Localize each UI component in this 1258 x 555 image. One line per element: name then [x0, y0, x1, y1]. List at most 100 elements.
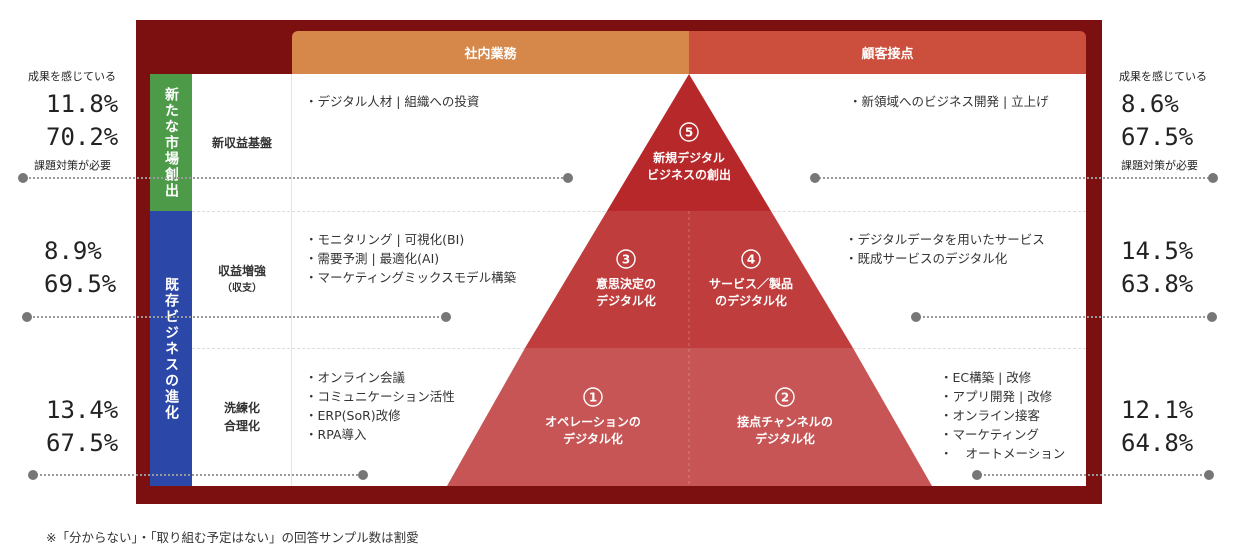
- list-item: ERP(SoR)改修: [305, 406, 455, 425]
- stat-value: 63.8%: [1121, 270, 1194, 298]
- pyramid-tier-mid-right: [689, 211, 853, 348]
- number-1-icon: [583, 387, 603, 407]
- stat-values-row2-left: 8.9% 69.5%: [44, 235, 116, 301]
- list-item: オートメーション: [940, 444, 1066, 463]
- pyramid-number: 5: [685, 126, 693, 140]
- list-item: デジタルデータを用いたサービス: [845, 230, 1045, 249]
- stat-values-row3-right: 12.1% 64.8%: [1121, 394, 1193, 460]
- number-4-icon: [741, 249, 761, 269]
- pyramid-label: オペレーションの: [545, 415, 641, 429]
- footnote: ※「分からない」・「取り組む予定はない」の回答サンプル数は割愛: [46, 530, 419, 545]
- list-item: オンライン会議: [305, 368, 455, 387]
- dot-marker: [1204, 470, 1214, 480]
- number-3-icon: [616, 249, 636, 269]
- dotted-leader-line: [916, 316, 1212, 318]
- right-list-row2: デジタルデータを用いたサービス 既成サービスのデジタル化: [845, 230, 1045, 268]
- stat-values-row2-right: 14.5% 63.8%: [1121, 235, 1193, 301]
- dot-marker: [911, 312, 921, 322]
- row-label-revenue-boost: 収益増強 （収支）: [193, 211, 291, 348]
- stat-values-row1-left: 11.8% 70.2%: [46, 88, 118, 154]
- right-list-row1: 新領域へのビジネス開発 | 立上げ: [849, 92, 1049, 111]
- stat-values-row1-right: 8.6% 67.5%: [1121, 88, 1193, 154]
- row-label-text: 洗練化: [223, 401, 260, 415]
- list-item: マーケティングミックスモデル構築: [305, 268, 517, 287]
- dot-marker: [1207, 312, 1217, 322]
- pyramid-number: 3: [622, 253, 630, 267]
- row-label-text: 新収益基盤: [211, 135, 272, 150]
- stat-values-row3-left: 13.4% 67.5%: [46, 394, 118, 460]
- pyramid-label: 新規デジタル: [653, 150, 725, 165]
- stat-value: 69.5%: [44, 270, 117, 298]
- dotted-leader-line: [26, 316, 446, 318]
- stat-label-results: 成果を感じている: [28, 70, 116, 83]
- row-label-text: 収益増強: [217, 263, 266, 278]
- list-item-continuation: オートメーション: [965, 446, 1066, 461]
- pyramid-label: デジタル化: [563, 431, 623, 446]
- stat-label-needs-action: 課題対策が必要: [1121, 159, 1198, 172]
- pyramid-label: サービス／製品: [709, 276, 793, 291]
- list-item: モニタリング | 可視化(BI): [305, 230, 516, 249]
- row-label-sub: （収支）: [222, 282, 262, 294]
- stat-value: 70.2%: [46, 123, 119, 151]
- list-item: 需要予測 | 最適化(AI): [305, 249, 516, 268]
- dot-marker: [22, 312, 32, 322]
- list-item: 既成サービスのデジタル化: [845, 249, 1045, 268]
- pyramid-label: デジタル化: [596, 293, 656, 308]
- number-2-icon: [775, 387, 795, 407]
- pyramid-tier-mid-left: [525, 211, 689, 348]
- dot-marker: [563, 173, 573, 183]
- list-item: 新領域へのビジネス開発 | 立上げ: [849, 92, 1049, 111]
- stat-value: 11.8%: [46, 90, 119, 118]
- dotted-leader-line: [815, 177, 1213, 179]
- left-list-row2: モニタリング | 可視化(BI) 需要予測 | 最適化(AI) マーケティングミ…: [305, 230, 517, 287]
- pyramid-label: 接点チャンネルの: [737, 414, 833, 429]
- dot-marker: [18, 173, 28, 183]
- left-list-row3: オンライン会議 コミュニケーション活性 ERP(SoR)改修 RPA導入: [305, 368, 455, 444]
- pyramid-tier-bottom-right: [689, 348, 932, 486]
- left-list-row1: デジタル人材 | 組織への投資: [305, 92, 480, 111]
- stat-value: 8.6%: [1121, 90, 1179, 118]
- dot-marker: [441, 312, 451, 322]
- pyramid-label: デジタル化: [755, 431, 815, 446]
- side-label-new-market: 新たな市場創出: [150, 74, 192, 211]
- stat-value: 14.5%: [1121, 237, 1194, 265]
- list-item: コミュニケーション活性: [305, 387, 455, 406]
- dot-marker: [28, 470, 38, 480]
- side-label-existing-business: 既存ビジネスの進化: [150, 211, 192, 486]
- list-item: RPA導入: [305, 425, 455, 444]
- stat-value: 13.4%: [46, 396, 119, 424]
- row-label-text: 合理化: [223, 419, 260, 433]
- dot-marker: [1208, 173, 1218, 183]
- dot-marker: [972, 470, 982, 480]
- dot-marker: [810, 173, 820, 183]
- row-label-streamline: 洗練化 合理化: [193, 348, 291, 486]
- number-5-icon: [679, 122, 699, 142]
- pyramid-tier-bottom-left: [447, 348, 689, 486]
- header-internal-operations: 社内業務: [292, 31, 689, 74]
- stat-value: 8.9%: [44, 237, 102, 265]
- dot-marker: [358, 470, 368, 480]
- pyramid-tier-top: [607, 74, 771, 211]
- header-customer-contact: 顧客接点: [689, 31, 1086, 74]
- dotted-leader-line: [977, 474, 1209, 476]
- column-divider: [291, 74, 292, 486]
- stat-label-results: 成果を感じている: [1119, 70, 1207, 83]
- stat-value: 67.5%: [1121, 123, 1194, 151]
- pyramid-label: 意思決定の: [596, 276, 656, 291]
- stat-value: 64.8%: [1121, 429, 1194, 457]
- stat-label-needs-action: 課題対策が必要: [34, 159, 111, 172]
- stat-value: 12.1%: [1121, 396, 1194, 424]
- list-item: アプリ開発 | 改修: [940, 387, 1065, 406]
- dotted-leader-line: [32, 474, 362, 476]
- right-list-row3: EC構築 | 改修 アプリ開発 | 改修 オンライン接客 マーケティング オート…: [940, 368, 1066, 463]
- pyramid-label: ビジネスの創出: [647, 167, 731, 182]
- pyramid-number: 1: [589, 391, 597, 405]
- pyramid-label: のデジタル化: [715, 293, 787, 308]
- list-item: オンライン接客: [940, 406, 1065, 425]
- dotted-leader-line: [22, 177, 567, 179]
- pyramid-number: 4: [747, 253, 755, 267]
- stat-value: 67.5%: [46, 429, 119, 457]
- pyramid-number: 2: [781, 391, 789, 405]
- list-item: デジタル人材 | 組織への投資: [305, 92, 480, 111]
